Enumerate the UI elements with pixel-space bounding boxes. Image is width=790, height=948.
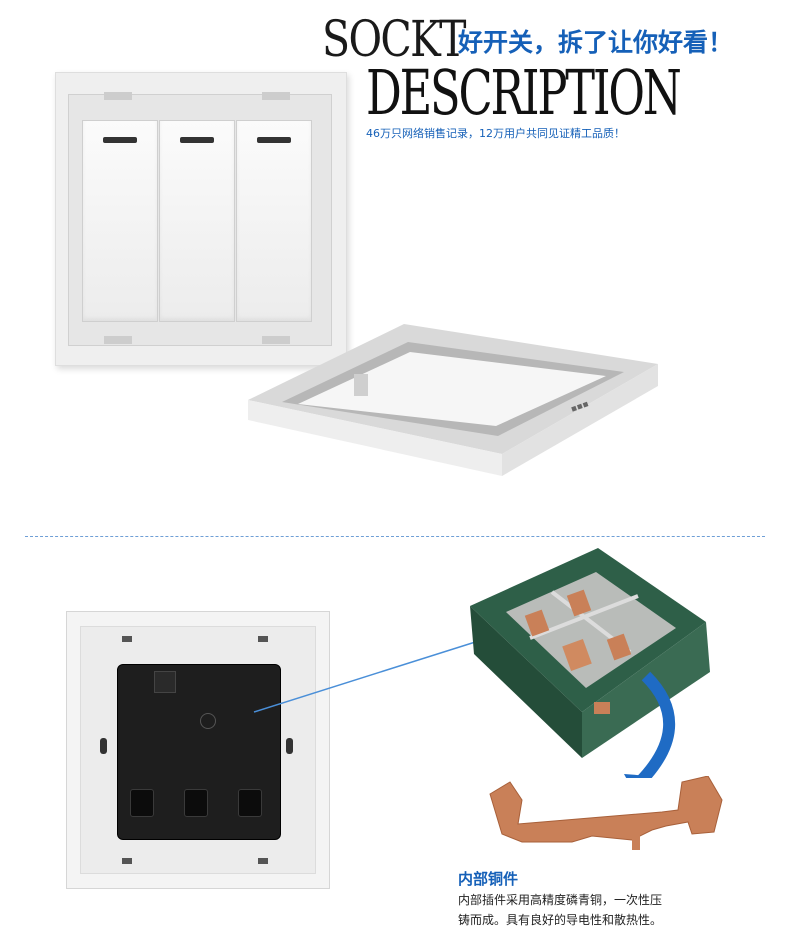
subtitle: 46万只网络销售记录，12万用户共同见证精工品质！ xyxy=(366,127,625,140)
rocker-key-right xyxy=(236,120,312,322)
clip-tab xyxy=(262,92,290,100)
mount-slot xyxy=(258,636,268,642)
mount-slot xyxy=(122,636,132,642)
socket-housing-interior xyxy=(470,548,720,796)
title-english-line2: DESCRIPTION xyxy=(366,56,682,129)
clip-tab xyxy=(104,92,132,100)
title-chinese-slogan: 好开关，拆了让你好看！ xyxy=(458,28,734,57)
rivet xyxy=(154,671,176,693)
caption-line-1: 内部插件采用高精度磷青铜，一次性压 xyxy=(458,893,663,907)
mount-slot xyxy=(258,858,268,864)
indicator-light xyxy=(180,137,214,143)
wire-terminal xyxy=(238,789,262,817)
copper-contact-strip xyxy=(482,775,732,852)
mount-slot xyxy=(122,858,132,864)
switch-mechanism-module xyxy=(117,664,281,840)
wire-terminal xyxy=(130,789,154,817)
caption-title: 内部铜件 xyxy=(458,870,519,888)
screw-hole xyxy=(286,738,293,754)
section-divider xyxy=(25,536,765,537)
rocker-key-left xyxy=(82,120,158,322)
caption-line-2: 铸而成。具有良好的导电性和散热性。 xyxy=(458,913,663,927)
certification-mark-icon xyxy=(200,713,216,729)
detached-cover-frame: ▪▪▪ xyxy=(236,324,658,476)
rocker-key-middle xyxy=(159,120,235,322)
indicator-light xyxy=(103,137,137,143)
wire-terminal xyxy=(184,789,208,817)
title-english-line1: SOCKT xyxy=(322,10,467,68)
screw-hole xyxy=(100,738,107,754)
clip-tab xyxy=(104,336,132,344)
clip-tab xyxy=(262,336,290,344)
indicator-light xyxy=(257,137,291,143)
